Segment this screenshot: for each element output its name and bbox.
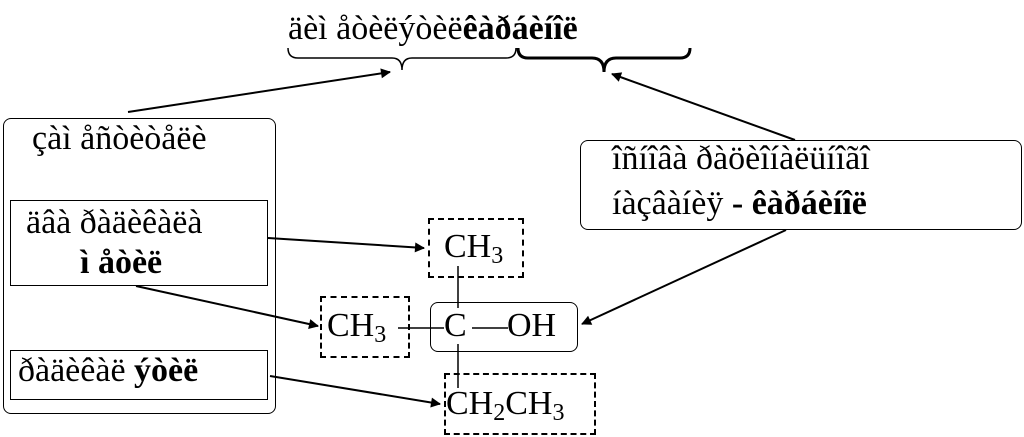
arrow-methyl-to-left	[135, 285, 319, 329]
ethyl-group-box	[444, 373, 596, 435]
title-substituents-part: äèì åòèëýòèë	[288, 10, 463, 47]
base-name-line1: îñíîâà ðàöèîíàëüíîãî	[612, 140, 870, 177]
hydroxyl-group: OH	[507, 307, 557, 344]
left-sub: 3	[374, 322, 387, 348]
left-brace	[287, 47, 517, 71]
arrow-base-to-core	[581, 229, 787, 325]
arrow-substituents-to-title	[127, 68, 391, 113]
ethyl-radical-box	[10, 350, 268, 400]
diagram-title: äèì åòèëýòèëêàðáèíîë	[288, 12, 578, 46]
top-methyl-box	[428, 218, 524, 278]
ethyl-radical-label: ðàäèêàë ýòèë	[18, 354, 198, 388]
substituents-header: çàì åñòèòåëè	[32, 120, 207, 157]
arrow-methyl-to-top	[267, 237, 425, 253]
bottom-sub: 2	[493, 400, 506, 426]
top-methyl-group: CH3	[444, 228, 503, 269]
base-name-prefix: íàçâàíèÿ	[612, 185, 724, 222]
left-ch: CH	[327, 307, 375, 344]
left-methyl-box	[320, 296, 410, 358]
base-name-carbinol: êàðáèíîë	[751, 185, 867, 222]
top-ch: CH	[444, 228, 492, 265]
base-name-panel	[580, 140, 1022, 230]
bottom-ch2: CH	[505, 385, 553, 422]
methyl-name-label: ì åòèë	[80, 244, 163, 281]
methyl-radicals-label: äâà ðàäèêàëà	[26, 204, 203, 241]
top-sub: 3	[491, 243, 504, 269]
arrow-ethyl-to-bottom	[269, 375, 441, 408]
ethyl-prefix: ðàäèêàë	[18, 352, 126, 389]
ethyl-name: ýòèë	[134, 352, 199, 389]
arrow-base-to-title	[611, 72, 796, 141]
bottom-ch: CH	[446, 385, 494, 422]
carbinol-core-box	[430, 302, 578, 352]
right-brace	[516, 47, 692, 73]
base-name-dash: -	[731, 185, 744, 222]
title-carbinol-part: êàðáèíîë	[462, 10, 578, 47]
methyl-radicals-box	[10, 200, 268, 286]
bottom-sub2: 3	[552, 400, 565, 426]
ethyl-group: CH2CH3	[446, 385, 564, 426]
center-carbon: C	[444, 307, 467, 344]
base-name-line2: íàçâàíèÿ - êàðáèíîë	[612, 187, 867, 221]
left-methyl-group: CH3	[327, 307, 386, 348]
